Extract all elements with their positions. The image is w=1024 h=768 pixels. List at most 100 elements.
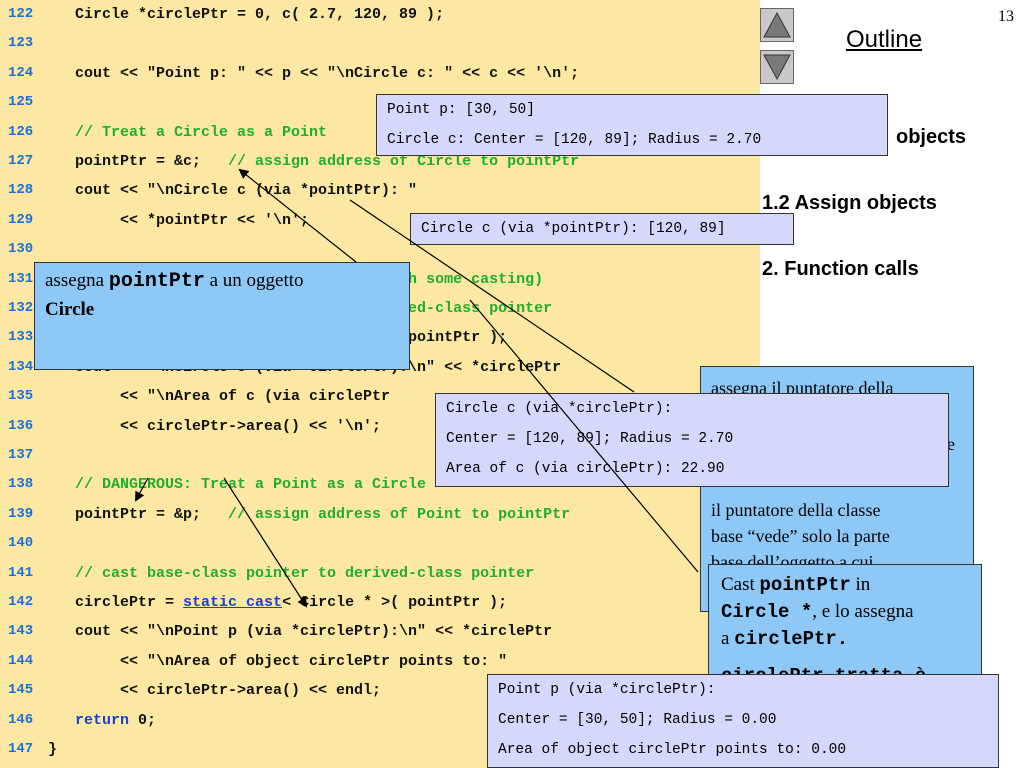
- note-code-pointptr: pointPtr: [108, 270, 205, 293]
- code-token: << "\nArea of c (via circlePtr: [48, 388, 391, 406]
- up-arrow-icon: [763, 11, 791, 38]
- code-comment: // Treat a Circle as a Point: [48, 123, 328, 141]
- line-number: 130: [8, 241, 34, 258]
- code-text: cout << "\nCircle c (via *pointPtr): ": [48, 176, 417, 205]
- note-text-line: a circlePtr.: [721, 625, 848, 653]
- code-token: pointPtr = &c;: [48, 153, 229, 170]
- next-slide-button[interactable]: [760, 50, 794, 84]
- output-box-point-via-circleptr: Point p (via *circlePtr): Center = [30, …: [487, 674, 999, 768]
- line-number: 133: [8, 329, 34, 346]
- output-line: Point p: [30, 50]: [387, 102, 535, 118]
- output-line: Point p (via *circlePtr):: [498, 682, 716, 698]
- outline-item-objects: objects: [896, 126, 967, 148]
- output-line: Area of c (via circlePtr): 22.90: [446, 461, 725, 477]
- line-number: 135: [8, 388, 34, 405]
- previous-slide-button[interactable]: [760, 8, 794, 42]
- output-line: Area of object circlePtr points to: 0.00: [498, 742, 847, 758]
- line-number: 127: [8, 153, 34, 169]
- code-token: << *pointPtr << '\n';: [48, 211, 310, 229]
- note-assign-pointptr: assegna pointPtr a un oggetto Circle: [34, 262, 410, 370]
- note-text: a: [721, 628, 735, 649]
- output-box-via-circleptr: Circle c (via *circlePtr): Center = [120…: [435, 393, 949, 487]
- note-code-pointptr: pointPtr: [759, 574, 851, 596]
- code-text: // Treat a Circle as a Point: [48, 118, 327, 147]
- line-number: 122: [8, 6, 34, 22]
- line-number: 126: [8, 123, 34, 140]
- note-text-line: assegna pointPtr a un oggetto: [45, 267, 304, 296]
- code-text: << "\nArea of object circlePtr points to…: [48, 647, 507, 676]
- code-token: << circlePtr->area() << endl;: [48, 682, 382, 700]
- code-text: cout << "\nPoint p (via *circlePtr):\n" …: [48, 617, 552, 646]
- output-line: Circle c: Center = [120, 89]; Radius = 2…: [387, 132, 762, 148]
- output-box-via-pointptr: Circle c (via *pointPtr): [120, 89]: [410, 213, 794, 245]
- code-text: pointPtr = &p; // assign address of Poin…: [48, 500, 570, 529]
- line-number: 144: [8, 652, 34, 669]
- code-text: cout << "Point p: " << p << "\nCircle c:…: [48, 59, 579, 88]
- note-text: , e lo assegna: [812, 601, 914, 622]
- line-number: 147: [8, 741, 34, 757]
- line-number: 134: [8, 358, 34, 375]
- note-text-line: base “vede” solo la parte: [711, 526, 890, 546]
- note-text-line: Circle: [45, 299, 95, 320]
- output-line: Center = [120, 89]; Radius = 2.70: [446, 431, 734, 447]
- code-text: // DANGEROUS: Treat a Point as a Circle: [48, 470, 426, 499]
- code-token: cout << "Point p: " << p << "\nCircle c:…: [48, 64, 580, 82]
- code-comment: // cast base-class pointer to derived-cl…: [48, 564, 535, 582]
- output-box-point-circle: Point p: [30, 50] Circle c: Center = [12…: [376, 94, 888, 156]
- note-text: in: [850, 574, 871, 595]
- note-cast-pointer: Cast pointPtr in Circle *, e lo assegna …: [708, 564, 982, 680]
- note-text: assegna: [45, 270, 109, 291]
- code-token: 0;: [129, 711, 157, 729]
- page-number: 13: [998, 8, 1014, 25]
- line-number: 138: [8, 476, 34, 493]
- code-token: [48, 712, 75, 729]
- note-text-line: e: [947, 434, 955, 454]
- code-keyword: static_cast: [183, 594, 283, 611]
- code-token: << "\nArea of object circlePtr points to…: [48, 652, 508, 670]
- code-text: << "\nArea of c (via circlePtr: [48, 382, 390, 411]
- output-line: Center = [30, 50]; Radius = 0.00: [498, 712, 777, 728]
- code-text: // cast base-class pointer to derived-cl…: [48, 559, 534, 588]
- code-token: < Circle * >( pointPtr );: [282, 594, 508, 611]
- outline-item-assign-objects: 1.2 Assign objects: [762, 192, 937, 214]
- note-code-circle-ptr-type: Circle *: [721, 601, 813, 623]
- code-comment: // DANGEROUS: Treat a Point as a Circle: [48, 476, 427, 494]
- note-text: Cast: [721, 574, 760, 595]
- code-token: Circle *circlePtr = 0, c( 2.7, 120, 89 )…: [48, 6, 445, 23]
- code-text: pointPtr = &c; // assign address of Circ…: [48, 147, 579, 176]
- line-number: 125: [8, 94, 34, 111]
- line-number: 131: [8, 270, 34, 287]
- code-text: return 0;: [48, 706, 156, 735]
- code-comment: // assign address of Point to pointPtr: [228, 505, 571, 523]
- code-text: << circlePtr->area() << '\n';: [48, 412, 381, 441]
- line-number: 140: [8, 535, 34, 552]
- line-number: 124: [8, 64, 34, 81]
- code-comment: // assign address of Circle to pointPtr: [228, 153, 580, 170]
- line-number: 136: [8, 417, 34, 434]
- code-token: pointPtr = &p;: [48, 505, 229, 523]
- output-line: Circle c (via *pointPtr): [120, 89]: [421, 221, 726, 237]
- line-number: 128: [8, 182, 34, 199]
- code-token: }: [48, 741, 58, 758]
- outline-link[interactable]: Outline: [846, 26, 923, 53]
- note-text-line: il puntatore della classe: [711, 500, 881, 520]
- code-keyword: return: [75, 711, 130, 729]
- note-text: a un oggetto: [204, 270, 304, 291]
- code-text: }: [48, 735, 57, 764]
- line-number: 141: [8, 564, 34, 581]
- note-text-line: Cast pointPtr in: [721, 571, 870, 599]
- code-text: Circle *circlePtr = 0, c( 2.7, 120, 89 )…: [48, 0, 444, 29]
- down-arrow-icon: [763, 54, 791, 81]
- line-number: 139: [8, 505, 34, 522]
- code-token: << circlePtr->area() << '\n';: [48, 417, 382, 435]
- note-text-line: Circle *, e lo assegna: [721, 598, 914, 626]
- code-token: circlePtr =: [48, 594, 184, 611]
- line-number: 137: [8, 447, 34, 463]
- line-number: 123: [8, 35, 34, 52]
- line-number: 145: [8, 682, 34, 699]
- note-code-circleptr: circlePtr.: [734, 628, 849, 650]
- line-number: 146: [8, 711, 34, 728]
- outline-item-function-calls: 2. Function calls: [762, 258, 919, 280]
- code-text: << circlePtr->area() << endl;: [48, 676, 381, 705]
- code-text: circlePtr = static_cast< Circle * >( poi…: [48, 588, 507, 617]
